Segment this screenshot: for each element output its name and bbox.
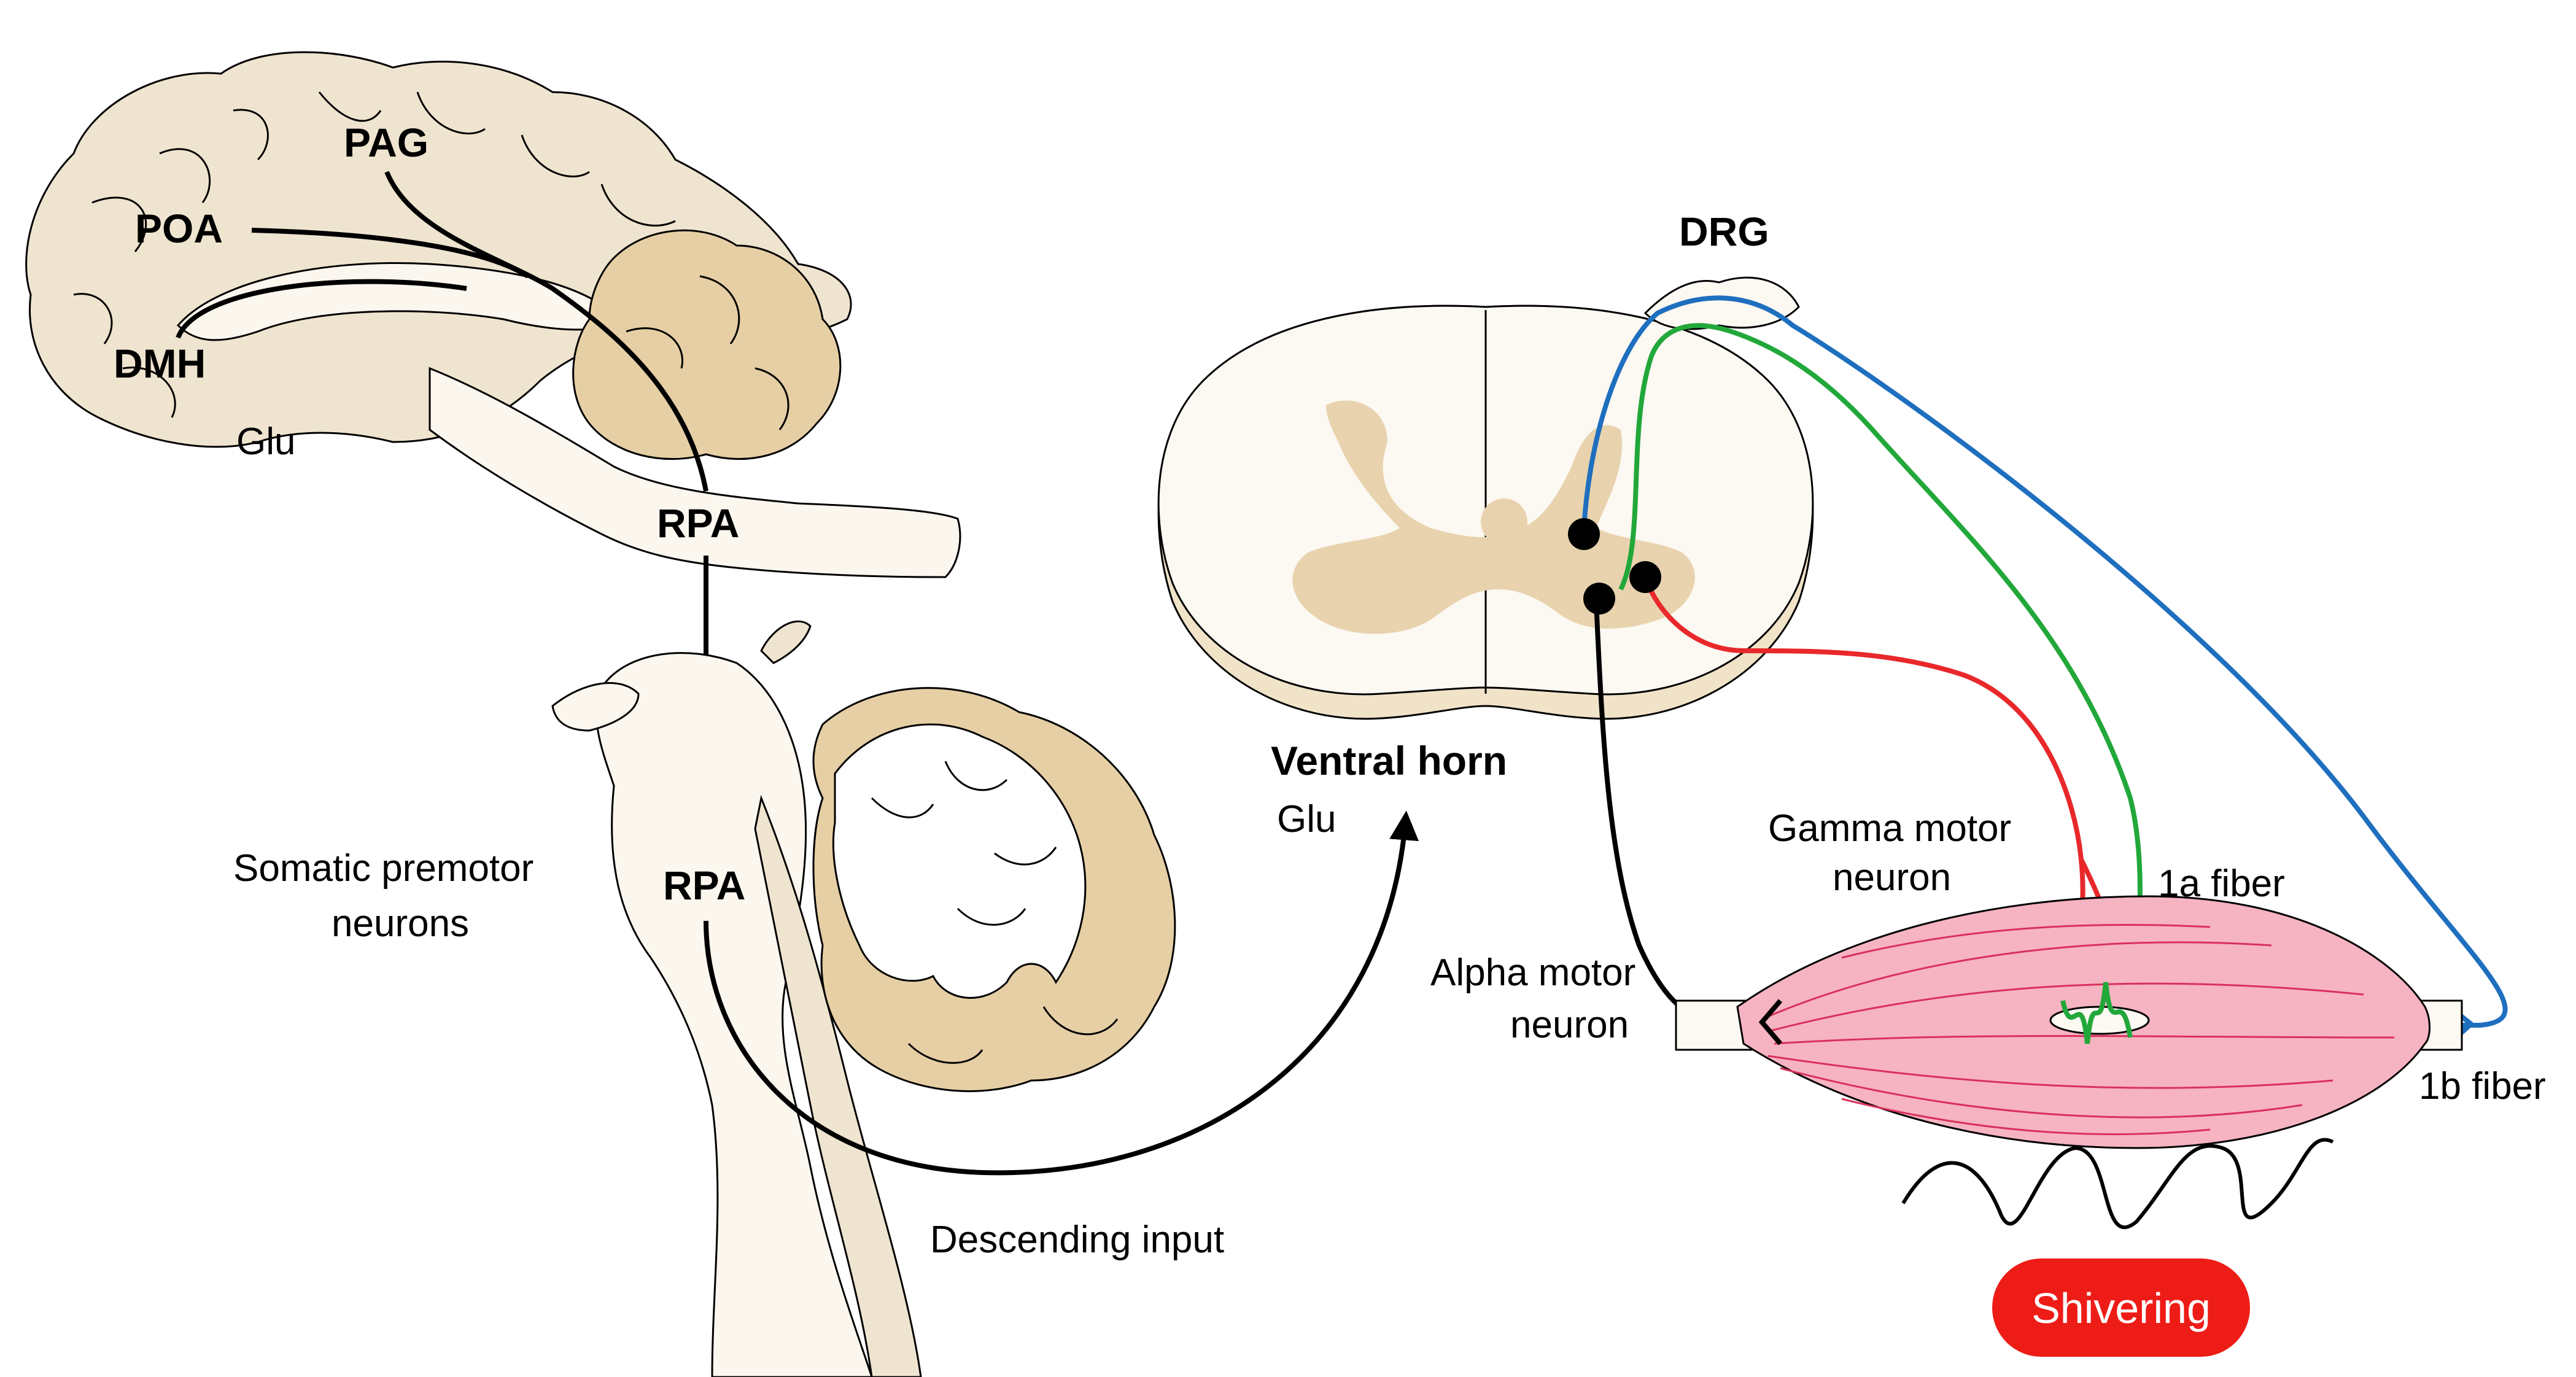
label-ventral-horn: Ventral horn [1271,738,1507,783]
sensory-neuron-soma [1568,518,1600,550]
brainstem-cerebellum-section: RPA Somatic premotor neurons Descending … [233,620,1224,1377]
label-shivering: Shivering [2031,1284,2211,1332]
annulospiral-ending [2060,982,2133,1044]
arbor-vitae [832,723,1087,999]
cerebellum [572,229,842,460]
upper-nub [551,682,640,732]
green-1a-fiber [1618,323,2143,1014]
spinal-cord-cross-section [1157,304,1814,720]
label-poa: POA [135,206,223,251]
brainstem [429,367,961,578]
pag-to-rpa-line [384,171,708,492]
poa-to-rpa-line [251,228,530,279]
cerebellum-folia [626,275,789,430]
label-glu-brain: Glu [236,421,295,463]
small-process [760,620,812,664]
label-1b-fiber: 1b fiber [2419,1065,2546,1107]
lower-folia [871,761,1119,1064]
alpha-motor-neuron-soma [1583,583,1615,615]
label-rpa-brain: RPA [657,500,739,546]
label-glu-spinal: Glu [1277,798,1336,840]
label-somatic-line2: neurons [332,902,469,945]
muscle-striations [1761,924,2395,1136]
dorsal-root-ganglion: DRG [1643,209,1800,330]
label-gamma-line1: Gamma motor [1768,807,2011,850]
gamma-motor-neuron-soma [1629,561,1661,593]
label-dmh: DMH [114,341,206,386]
shivering-wave [1901,1138,2334,1230]
label-somatic-line1: Somatic premotor [233,847,533,890]
label-drg: DRG [1679,209,1769,254]
muscle-spindle: Gamma motor neuron 1a fiber Alpha motor … [1430,807,2546,1149]
dmh-to-rpa-line [176,279,467,339]
label-alpha-line2: neuron [1510,1004,1629,1046]
shivering-badge: Shivering [1992,1259,2250,1357]
label-gamma-line2: neuron [1833,856,1951,899]
label-rpa-stem: RPA [663,863,745,908]
central-canal-region [1481,498,1527,545]
label-1a-fiber: 1a fiber [2158,863,2285,905]
blue-1b-fiber [1581,295,2508,1028]
brain-sagittal: PAG POA DMH Glu RPA [25,51,961,578]
label-alpha-line1: Alpha motor [1430,952,1635,994]
label-descending-input: Descending input [930,1219,1224,1261]
label-pag: PAG [344,120,429,165]
descending-input-arrow [704,810,1419,1176]
lower-brainstem [596,652,873,1377]
alpha-motor-arrowhead [1758,999,1783,1045]
